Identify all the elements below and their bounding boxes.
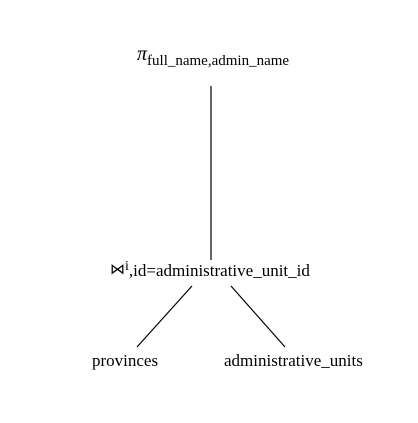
projection-symbol: π (137, 43, 148, 65)
join-symbol: ⋈ (110, 262, 125, 278)
projection-attributes: full_name,admin_name (147, 53, 290, 69)
leaf-administrative-units: administrative_units (224, 351, 363, 370)
join-subscript: i (125, 259, 129, 274)
join-node: ⋈i,id=administrative_unit_id (110, 259, 310, 280)
join-condition: ,id=administrative_unit_id (128, 261, 310, 280)
leaf-provinces: provinces (92, 351, 159, 370)
projection-node: πfull_name,admin_name (137, 43, 289, 69)
edge-join-to-administrative-units (230, 285, 286, 348)
edge-join-to-provinces (136, 285, 193, 348)
